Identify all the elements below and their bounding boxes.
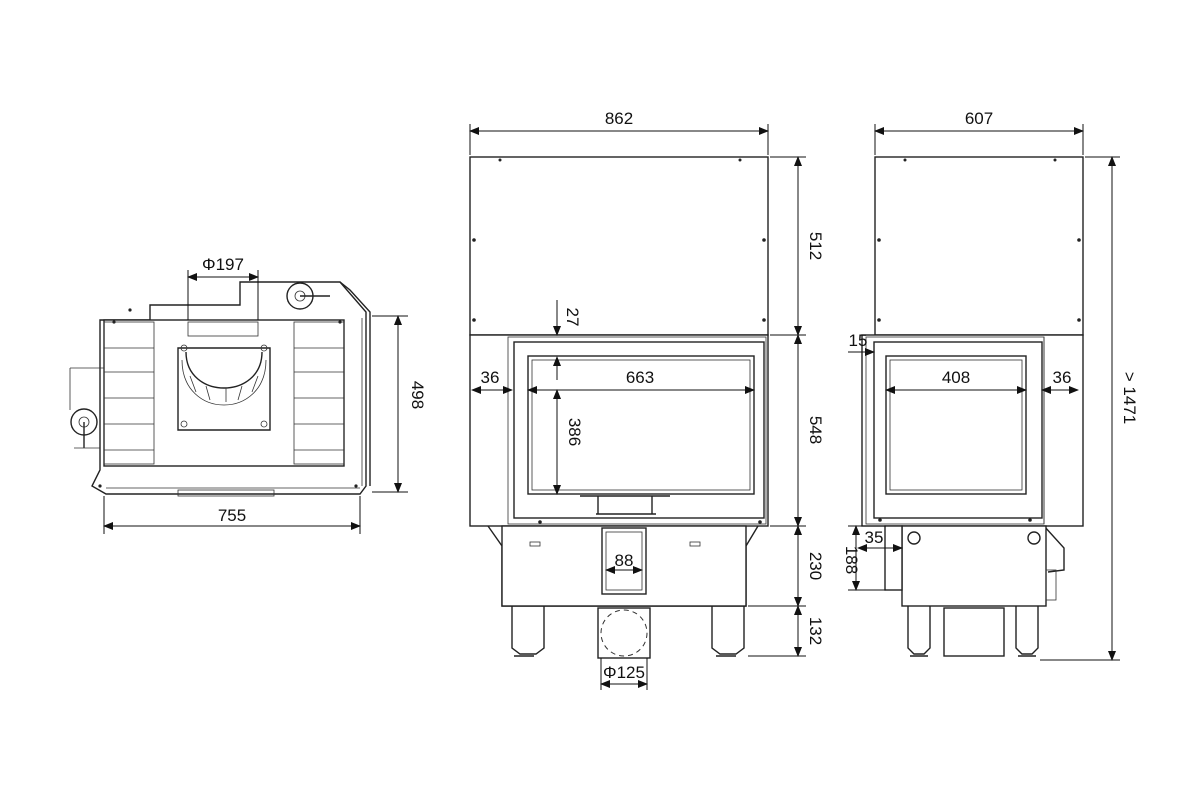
front-overall-width-label: 862 [605,109,633,128]
side-inlet-offset-label: 35 [865,528,884,547]
front-hood-height-label: 512 [806,232,825,260]
side-legs [907,606,1039,657]
side-inlet-box [943,607,1005,657]
side-inlet-height-label: 188 [842,546,861,574]
front-round-inlet [597,607,651,659]
top-flue-diameter-label: Φ197 [202,255,244,274]
flue-collar [177,321,271,431]
front-legs [511,606,745,657]
front-door-frame [469,334,769,527]
front-air-inlet [601,527,647,595]
side-top-offset-label: 15 [849,331,868,350]
side-panel-left [103,321,155,465]
front-air-inlet-diameter-label: Φ125 [603,663,645,682]
front-leg-height-label: 132 [806,617,825,645]
damper-top-right [286,282,330,310]
side-panel-right [293,321,345,465]
top-depth-label: 498 [408,381,427,409]
front-glass [527,355,755,495]
side-view: 607 > 1471 15 408 36 35 188 [842,109,1139,661]
side-base [901,525,1047,607]
side-side-offset-label: 36 [1053,368,1072,387]
front-base-height-label: 230 [806,552,825,580]
front-glass-height-label: 386 [565,418,584,446]
front-top-offset-label: 27 [563,308,582,327]
side-overall-width-label: 607 [965,109,993,128]
side-hood [874,156,1084,336]
side-door-frame [861,334,1084,527]
damper-left [69,367,104,449]
side-overall-height-label: > 1471 [1120,372,1139,424]
top-width-label: 755 [218,506,246,525]
side-glass-width-label: 408 [942,368,970,387]
top-view: Φ197 498 755 [69,255,427,534]
front-glass-width-label: 663 [626,368,654,387]
front-air-inlet-width-label: 88 [615,551,634,570]
front-door-height-label: 548 [806,416,825,444]
side-glass [885,355,1027,495]
front-view: 862 512 548 230 132 27 663 386 36 88 [469,109,825,690]
front-hood [469,156,769,336]
front-side-offset-label: 36 [481,368,500,387]
